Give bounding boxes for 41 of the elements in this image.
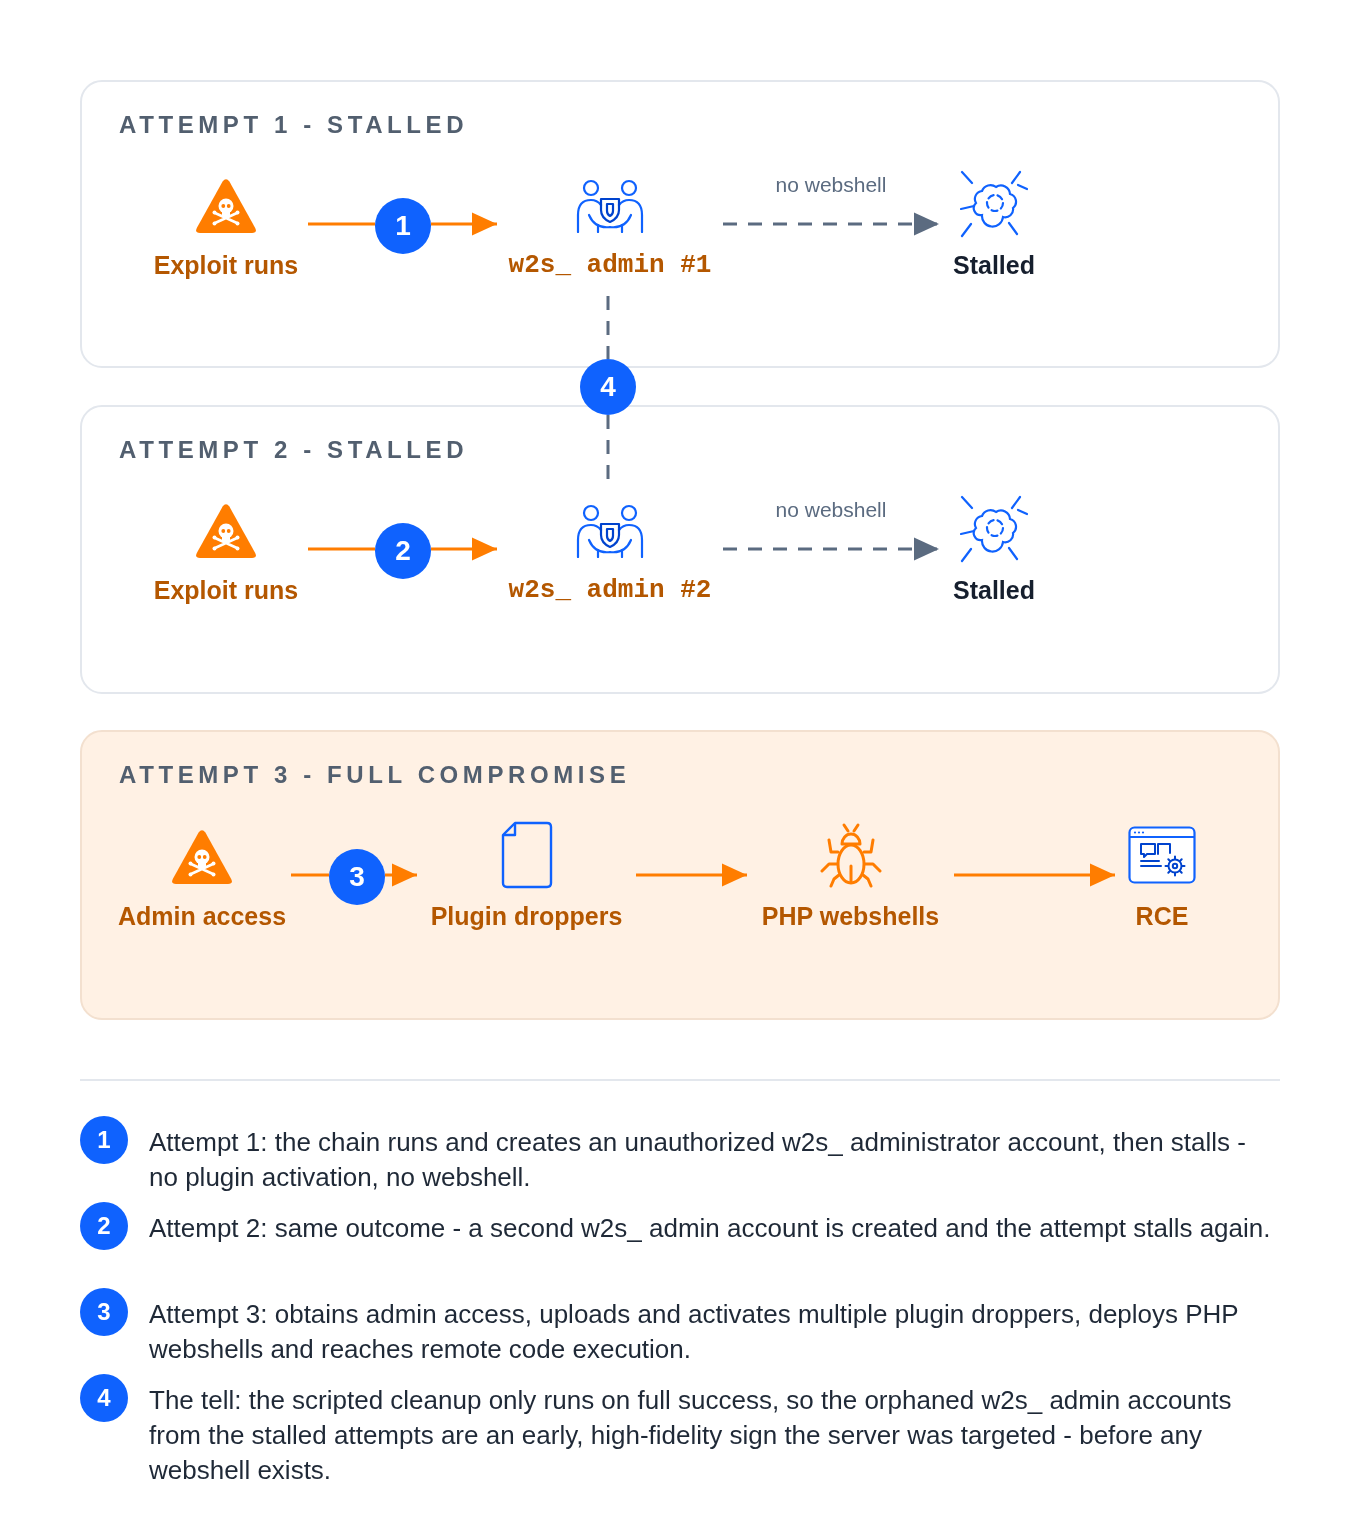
node-label: w2s_ admin #2 [508, 574, 712, 606]
panel [80, 405, 1280, 694]
note-text: Attempt 3: obtains admin access, uploads and activates multiple plugin droppers, deploys PHP webshells and reaches remote code execution. [149, 1298, 1240, 1366]
dashed-arrow [723, 537, 939, 561]
node-label: Stalled [953, 575, 1035, 606]
node-label: Stalled [953, 250, 1035, 281]
node-label: RCE [1135, 901, 1189, 932]
callout-number: 1 [80, 1116, 128, 1164]
connector-line [291, 873, 329, 877]
node-label: w2s_ admin #1 [508, 249, 712, 281]
callout-number: 4 [80, 1374, 128, 1422]
panel-heading: ATTEMPT 1 - STALLED [119, 110, 469, 140]
step-number: 2 [375, 523, 431, 579]
note-text: The tell: the scripted cleanup only runs on full success, so the orphaned w2s_ admin accounts from the stalled attempts are an early, high-fidelity sign the server was targeted - before any webshell exists. [149, 1384, 1233, 1487]
arrow [431, 212, 497, 236]
edge-label: no webshell [775, 172, 887, 198]
panel [80, 80, 1280, 368]
node-label: PHP webshells [761, 901, 940, 932]
arrow [431, 537, 497, 561]
note-text: Attempt 1: the chain runs and creates an unauthorized w2s_ administrator account, then stalls - no plugin activation, no webshell. [149, 1126, 1247, 1194]
panel-heading: ATTEMPT 2 - STALLED [119, 435, 469, 465]
arrow [954, 863, 1115, 887]
panel-heading: ATTEMPT 3 - FULL COMPROMISE [119, 760, 631, 790]
note-text: Attempt 2: same outcome - a second w2s_ admin account is created and the attempt stalls again. [149, 1212, 1272, 1245]
step-number: 1 [375, 198, 431, 254]
step-number: 3 [329, 849, 385, 905]
arrow [636, 863, 747, 887]
dashed-connector-line [606, 415, 610, 482]
dashed-connector-line [606, 296, 610, 359]
arrow [385, 863, 417, 887]
edge-label: no webshell [775, 497, 887, 523]
panel [80, 730, 1280, 1020]
node-label: Exploit runs [153, 575, 299, 606]
connector-line [308, 222, 375, 226]
callout-number: 2 [80, 1202, 128, 1250]
node-label: Exploit runs [153, 250, 299, 281]
node-label: Plugin droppers [430, 901, 623, 932]
connector-line [308, 547, 375, 551]
node-label: Admin access [117, 901, 287, 932]
dashed-arrow [723, 212, 939, 236]
callout-number: 3 [80, 1288, 128, 1336]
